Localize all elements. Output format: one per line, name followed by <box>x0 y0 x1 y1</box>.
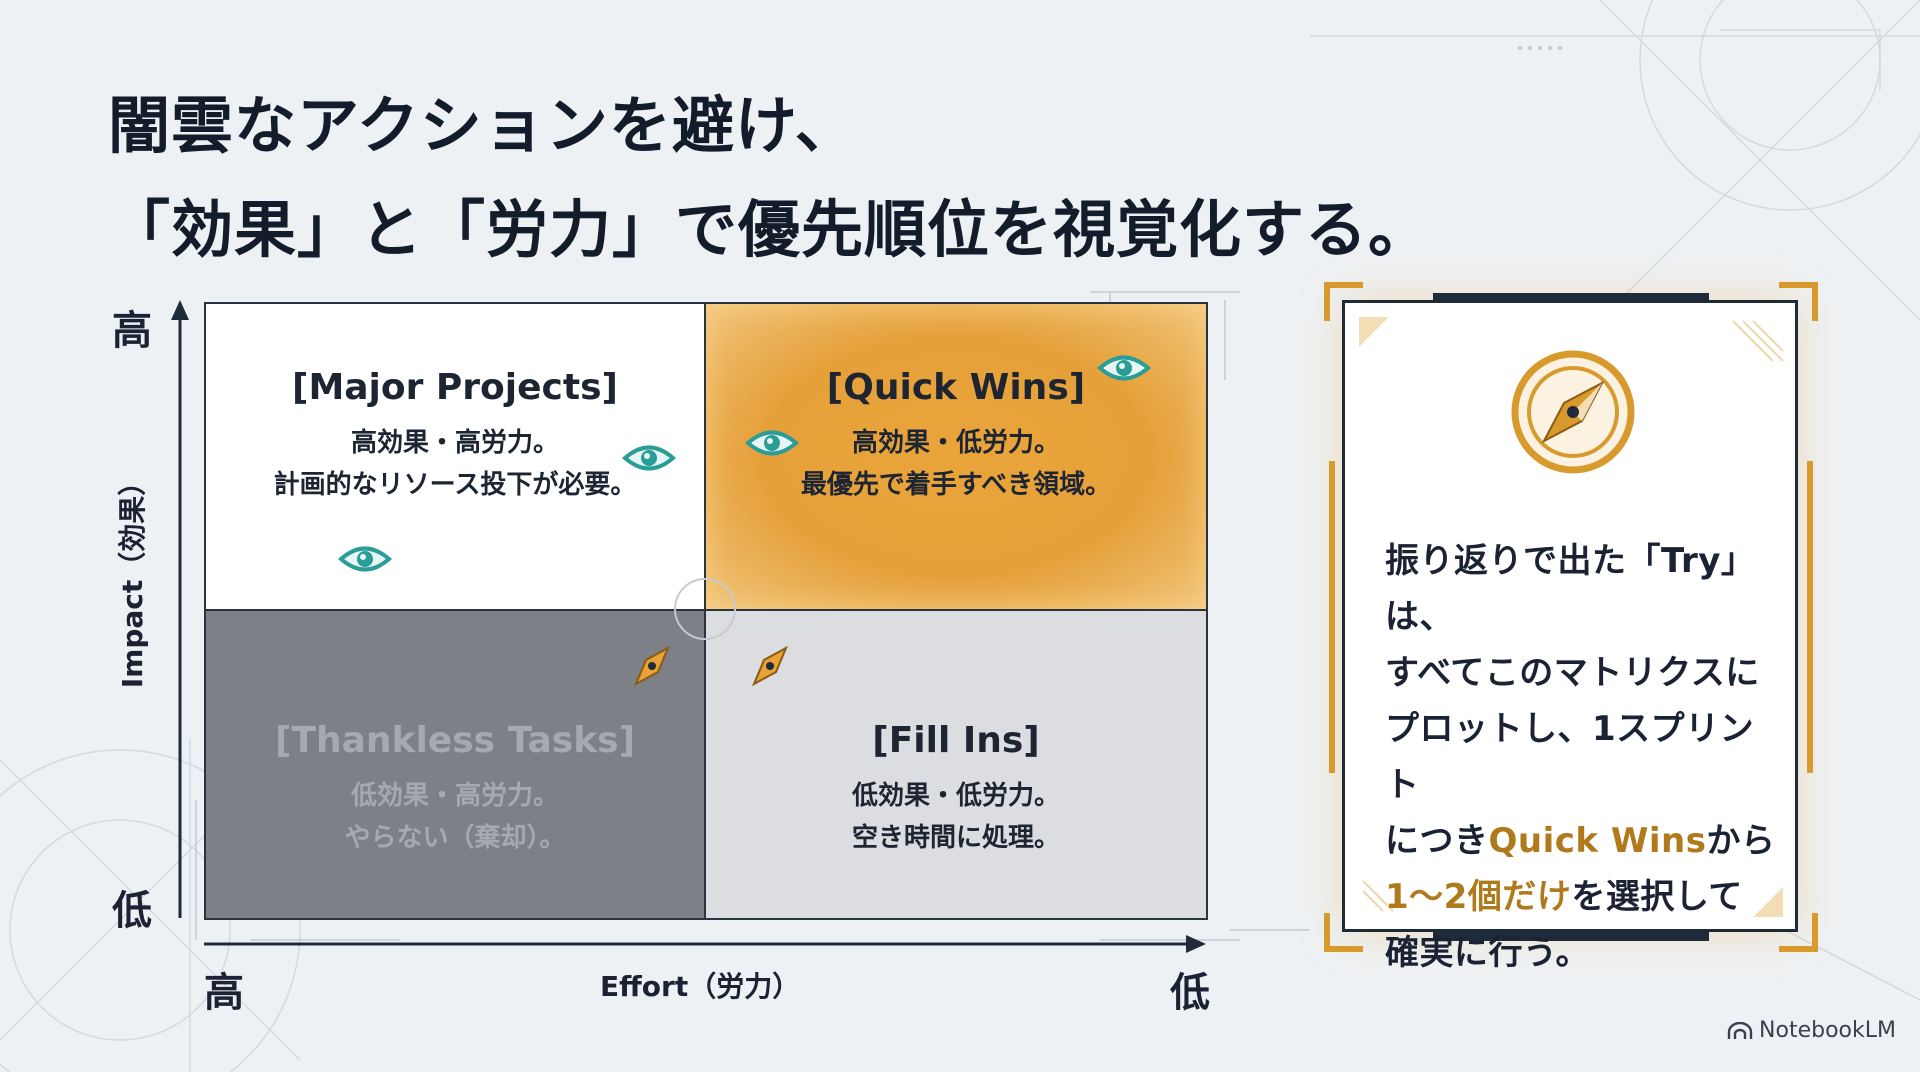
y-axis-high-label: 高 <box>112 308 152 354</box>
brand-watermark: NotebookLM <box>1727 1018 1896 1043</box>
quadrant-major-projects-title: [Major Projects] <box>291 367 618 408</box>
y-axis-title: Impact（効果） <box>116 467 149 689</box>
y-axis-low-label: 低 <box>112 888 152 934</box>
quadrant-thankless-tasks-line-1: 低効果・高労力。 <box>350 781 559 811</box>
summary-text-part-c: を選択して 確実に行う。 <box>1385 877 1743 973</box>
eye-icon <box>338 546 392 572</box>
quadrant-fill-ins-line-2: 空き時間に処理。 <box>851 823 1060 853</box>
x-axis-low-label: 低 <box>1170 970 1210 1016</box>
summary-highlight-quick-wins: Quick Wins <box>1488 821 1707 861</box>
notebooklm-logo-icon <box>1727 1021 1753 1039</box>
eye-icon <box>622 445 676 471</box>
compass-needle-icon <box>633 645 671 687</box>
quadrant-quick-wins: [Quick Wins] 高効果・低労力。 最優先で着手すべき領域。 <box>706 304 1206 611</box>
compass-icon <box>1511 350 1635 474</box>
summary-panel: 振り返りで出た「Try」は、 すべてこのマトリクスに プロットし、1スプリント … <box>1324 282 1818 973</box>
quadrant-fill-ins: [Fill Ins] 低効果・低労力。 空き時間に処理。 <box>706 611 1206 918</box>
summary-text-part-a: 振り返りで出た「Try」は、 すべてこのマトリクスに プロットし、1スプリント … <box>1385 541 1760 861</box>
matrix-center-circle <box>674 578 736 640</box>
summary-text: 振り返りで出た「Try」は、 すべてこのマトリクスに プロットし、1スプリント … <box>1385 533 1785 981</box>
page-title-line-2: 「効果」と「労力」で優先順位を視覚化する。 <box>108 193 1432 266</box>
eye-icon <box>1097 355 1151 381</box>
quadrant-thankless-tasks: [Thankless Tasks] 低効果・高労力。 やらない（棄却）。 <box>206 611 706 918</box>
brand-name: NotebookLM <box>1759 1018 1896 1043</box>
quadrant-quick-wins-line-2: 最優先で着手すべき領域。 <box>800 470 1112 500</box>
page-title: 闇雲なアクションを避け、 「効果」と「労力」で優先順位を視覚化する。 <box>108 74 1431 282</box>
x-axis-title: Effort（労力） <box>600 970 801 1003</box>
summary-text-part-b: から <box>1706 821 1776 861</box>
priority-matrix: [Major Projects] 高効果・高労力。 計画的なリソース投下が必要。… <box>204 302 1208 920</box>
x-axis-high-label: 高 <box>204 970 244 1016</box>
summary-highlight-count: 1〜2個だけ <box>1385 877 1572 917</box>
quadrant-quick-wins-title: [Quick Wins] <box>826 367 1086 408</box>
panel-frame-decoration <box>1324 282 1818 952</box>
quadrant-quick-wins-line-1: 高効果・低労力。 <box>851 428 1060 458</box>
quadrant-thankless-tasks-title: [Thankless Tasks] <box>274 720 636 761</box>
compass-needle-icon <box>751 645 789 687</box>
quadrant-major-projects: [Major Projects] 高効果・高労力。 計画的なリソース投下が必要。 <box>206 304 706 611</box>
quadrant-fill-ins-line-1: 低効果・低労力。 <box>851 781 1060 811</box>
page-title-line-1: 闇雲なアクションを避け、 <box>108 89 858 162</box>
quadrant-fill-ins-title: [Fill Ins] <box>872 720 1040 761</box>
quadrant-thankless-tasks-line-2: やらない（棄却）。 <box>344 823 566 853</box>
eye-icon <box>745 430 799 456</box>
quadrant-major-projects-line-2: 計画的なリソース投下が必要。 <box>273 470 637 500</box>
quadrant-major-projects-line-1: 高効果・高労力。 <box>350 428 559 458</box>
